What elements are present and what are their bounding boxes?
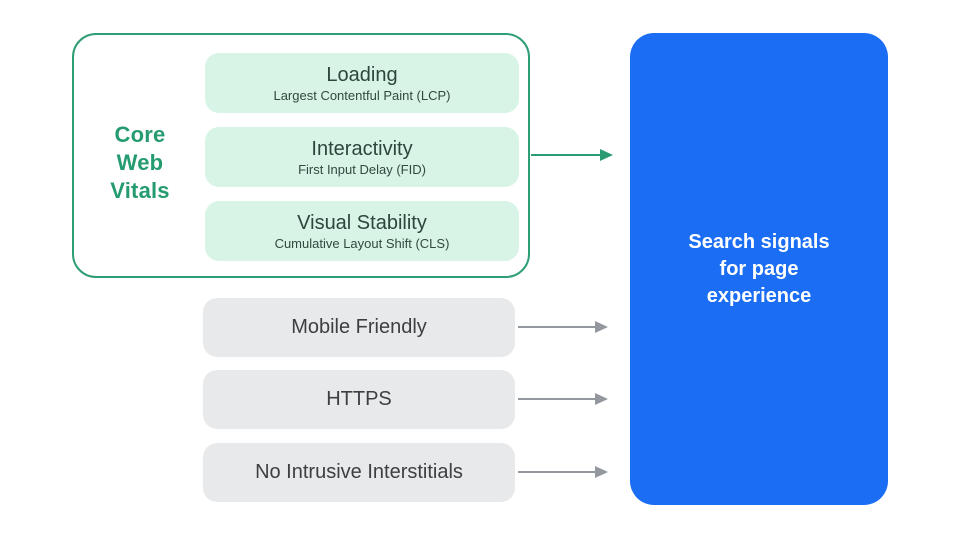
signal-https: HTTPS: [203, 370, 515, 429]
vital-card-visual-stability: Visual Stability Cumulative Layout Shift…: [205, 201, 519, 261]
signal-label-mobile-friendly: Mobile Friendly: [291, 316, 427, 338]
gray-arrow-icon: [518, 321, 608, 333]
vital-subtitle-cls: Cumulative Layout Shift (CLS): [274, 235, 450, 251]
green-arrow-icon: [531, 149, 613, 161]
signal-mobile-friendly: Mobile Friendly: [203, 298, 515, 357]
signal-label-https: HTTPS: [326, 388, 392, 410]
search-signals-result-label: Search signals for page experience: [688, 230, 830, 307]
core-web-vitals-label: Core Web Vitals: [110, 122, 170, 203]
vital-card-interactivity: Interactivity First Input Delay (FID): [205, 127, 519, 187]
gray-arrow-icon: [518, 393, 608, 405]
search-signals-result-box: Search signals for page experience: [630, 33, 888, 505]
gray-arrow-icon: [518, 466, 608, 478]
signal-no-intrusive-interstitials: No Intrusive Interstitials: [203, 443, 515, 502]
vital-card-loading: Loading Largest Contentful Paint (LCP): [205, 53, 519, 113]
vital-title-loading: Loading: [326, 63, 398, 86]
vital-title-visual-stability: Visual Stability: [297, 211, 427, 234]
core-web-vitals-group: Core Web Vitals Loading Largest Contentf…: [72, 33, 530, 278]
signal-label-no-intrusive-interstitials: No Intrusive Interstitials: [255, 461, 463, 483]
vital-subtitle-fid: First Input Delay (FID): [298, 161, 426, 177]
vital-title-interactivity: Interactivity: [311, 137, 413, 160]
vital-subtitle-lcp: Largest Contentful Paint (LCP): [273, 87, 451, 103]
